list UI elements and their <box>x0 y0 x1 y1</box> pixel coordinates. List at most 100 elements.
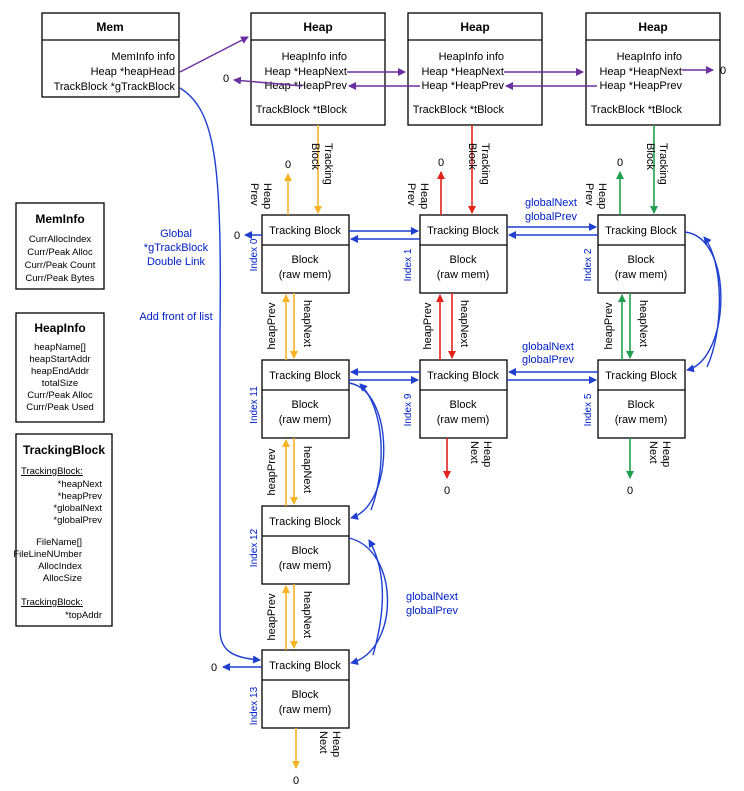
heap-line: TrackBlock *tBlock <box>413 104 505 116</box>
tracking-label: Tracking <box>322 143 334 185</box>
heap-line: Heap *HeapNext <box>264 66 347 78</box>
meminfo-line: Curr/Peak Count <box>25 260 96 271</box>
null-label: 0 <box>234 230 240 242</box>
heapinfo-line: heapName[] <box>34 342 86 353</box>
raw-mem-label: (raw mem) <box>615 414 668 426</box>
trackingblock-line: *heapPrev <box>58 491 103 502</box>
add-front-label: Add front of list <box>139 311 212 323</box>
heap-title: Heap <box>638 20 667 34</box>
heap-links <box>179 36 714 90</box>
heap-prev-label: heapPrev <box>266 593 278 641</box>
tracking-block-label: Tracking Block <box>269 516 341 528</box>
trackingblock-line: AllocIndex <box>38 561 82 572</box>
double-link-label: Double Link <box>147 256 206 268</box>
next-label: Next <box>317 731 329 754</box>
index-label: Index 9 <box>403 393 414 426</box>
heap-prev-label: heapPrev <box>266 302 278 350</box>
trackingblock-title: TrackingBlock <box>23 443 105 457</box>
heap-box-2: Heap HeapInfo info Heap *HeapNext Heap *… <box>407 12 543 126</box>
next-label: Next <box>468 441 480 464</box>
block-label: Block <box>450 399 477 411</box>
heap-line: HeapInfo info <box>617 51 682 63</box>
trackingblock-box: TrackingBlock TrackingBlock: *heapNext *… <box>13 433 113 627</box>
heap-prev-arrow <box>233 76 303 87</box>
index-label: Index 5 <box>583 393 594 426</box>
tracking-block-index-13: Tracking Block Block (raw mem) <box>261 649 350 729</box>
block-label: Block <box>628 254 655 266</box>
tracking-block-label: Tracking Block <box>269 660 341 672</box>
global-prev-arrow <box>359 383 382 511</box>
block-label: Block <box>628 399 655 411</box>
raw-mem-label: (raw mem) <box>279 269 332 281</box>
tracking-block-index-12: Tracking Block Block (raw mem) <box>261 505 350 585</box>
tracking-block-label-rot: Block <box>466 143 478 170</box>
tracking-block-label: Tracking Block <box>427 225 499 237</box>
block-label: Block <box>450 254 477 266</box>
heap-title: Heap <box>460 20 489 34</box>
tracking-label: Tracking <box>479 143 491 185</box>
global-next-arrow <box>348 537 389 666</box>
heap1-chain <box>282 125 322 769</box>
heap-box-3: Heap HeapInfo info Heap *HeapNext Heap *… <box>585 12 721 126</box>
trackingblock-line: FileLineNUmber <box>13 549 82 560</box>
tracking-block-label: Tracking Block <box>605 370 677 382</box>
trackingblock-line: *globalPrev <box>53 515 102 526</box>
heap-head-arrow <box>179 36 249 73</box>
global-label: Global <box>160 228 192 240</box>
heap-next-label: heapNext <box>637 300 649 347</box>
heapinfo-box: HeapInfo heapName[] heapStartAddr heapEn… <box>15 312 105 423</box>
meminfo-line: Curr/Peak Alloc <box>27 247 93 258</box>
trackingblock-line: FileName[] <box>36 537 82 548</box>
null-label: 0 <box>720 65 726 77</box>
heap-line: HeapInfo info <box>282 51 347 63</box>
heap-next-label: heapNext <box>301 591 313 638</box>
tracking-block-index-2: Tracking Block Block (raw mem) <box>597 214 686 294</box>
index-label: Index 11 <box>249 386 260 424</box>
heap-label: Heap <box>481 441 493 467</box>
null-label: 0 <box>444 485 450 497</box>
global-next-label: globalNext <box>406 591 458 603</box>
heap-prev-label: heapPrev <box>422 302 434 350</box>
tracking-block-index-0: Tracking Block Block (raw mem) <box>261 214 350 294</box>
meminfo-line: CurrAllocIndex <box>29 234 92 245</box>
prev-label: Prev <box>583 183 595 206</box>
trackingblock-line: TrackingBlock: <box>21 466 83 477</box>
heapinfo-line: heapStartAddr <box>29 354 90 365</box>
heap-box-1: Heap HeapInfo info Heap *HeapNext Heap *… <box>250 12 386 126</box>
mem-title: Mem <box>96 20 123 34</box>
raw-mem-label: (raw mem) <box>279 704 332 716</box>
heapinfo-line: Curr/Peak Alloc <box>27 390 93 401</box>
heap-line: Heap *HeapNext <box>421 66 504 78</box>
raw-mem-label: (raw mem) <box>437 414 490 426</box>
mem-line: Heap *heapHead <box>91 66 175 78</box>
null-label: 0 <box>627 485 633 497</box>
tracking-block-label: Tracking Block <box>269 225 341 237</box>
tracking-block-index-11: Tracking Block Block (raw mem) <box>261 359 350 439</box>
heap-line: Heap *HeapPrev <box>599 80 682 92</box>
block-label: Block <box>292 254 319 266</box>
trackingblock-line: *heapNext <box>58 479 103 490</box>
tracking-block-label: Tracking Block <box>269 370 341 382</box>
tracking-block-label-rot: Block <box>309 143 321 170</box>
raw-mem-label: (raw mem) <box>279 414 332 426</box>
null-label: 0 <box>293 775 299 787</box>
tracking-block-label: Tracking Block <box>605 225 677 237</box>
heap-line: Heap *HeapPrev <box>264 80 347 92</box>
block-label: Block <box>292 399 319 411</box>
gtrackblock-arrow <box>179 87 261 664</box>
trackingblock-line: TrackingBlock: <box>21 597 83 608</box>
heap-title: Heap <box>303 20 332 34</box>
heapinfo-line: Curr/Peak Used <box>26 402 94 413</box>
index-label: Index 2 <box>583 248 594 281</box>
prev-label: Prev <box>405 183 417 206</box>
trackingblock-line: AllocSize <box>43 573 82 584</box>
heap-next-label: heapNext <box>458 300 470 347</box>
heap-line: HeapInfo info <box>439 51 504 63</box>
global-next-arrow <box>348 382 385 520</box>
heap-prev-label: heapPrev <box>266 448 278 496</box>
null-label: 0 <box>285 159 291 171</box>
block-label: Block <box>292 689 319 701</box>
global-prev-arrow <box>703 236 721 368</box>
